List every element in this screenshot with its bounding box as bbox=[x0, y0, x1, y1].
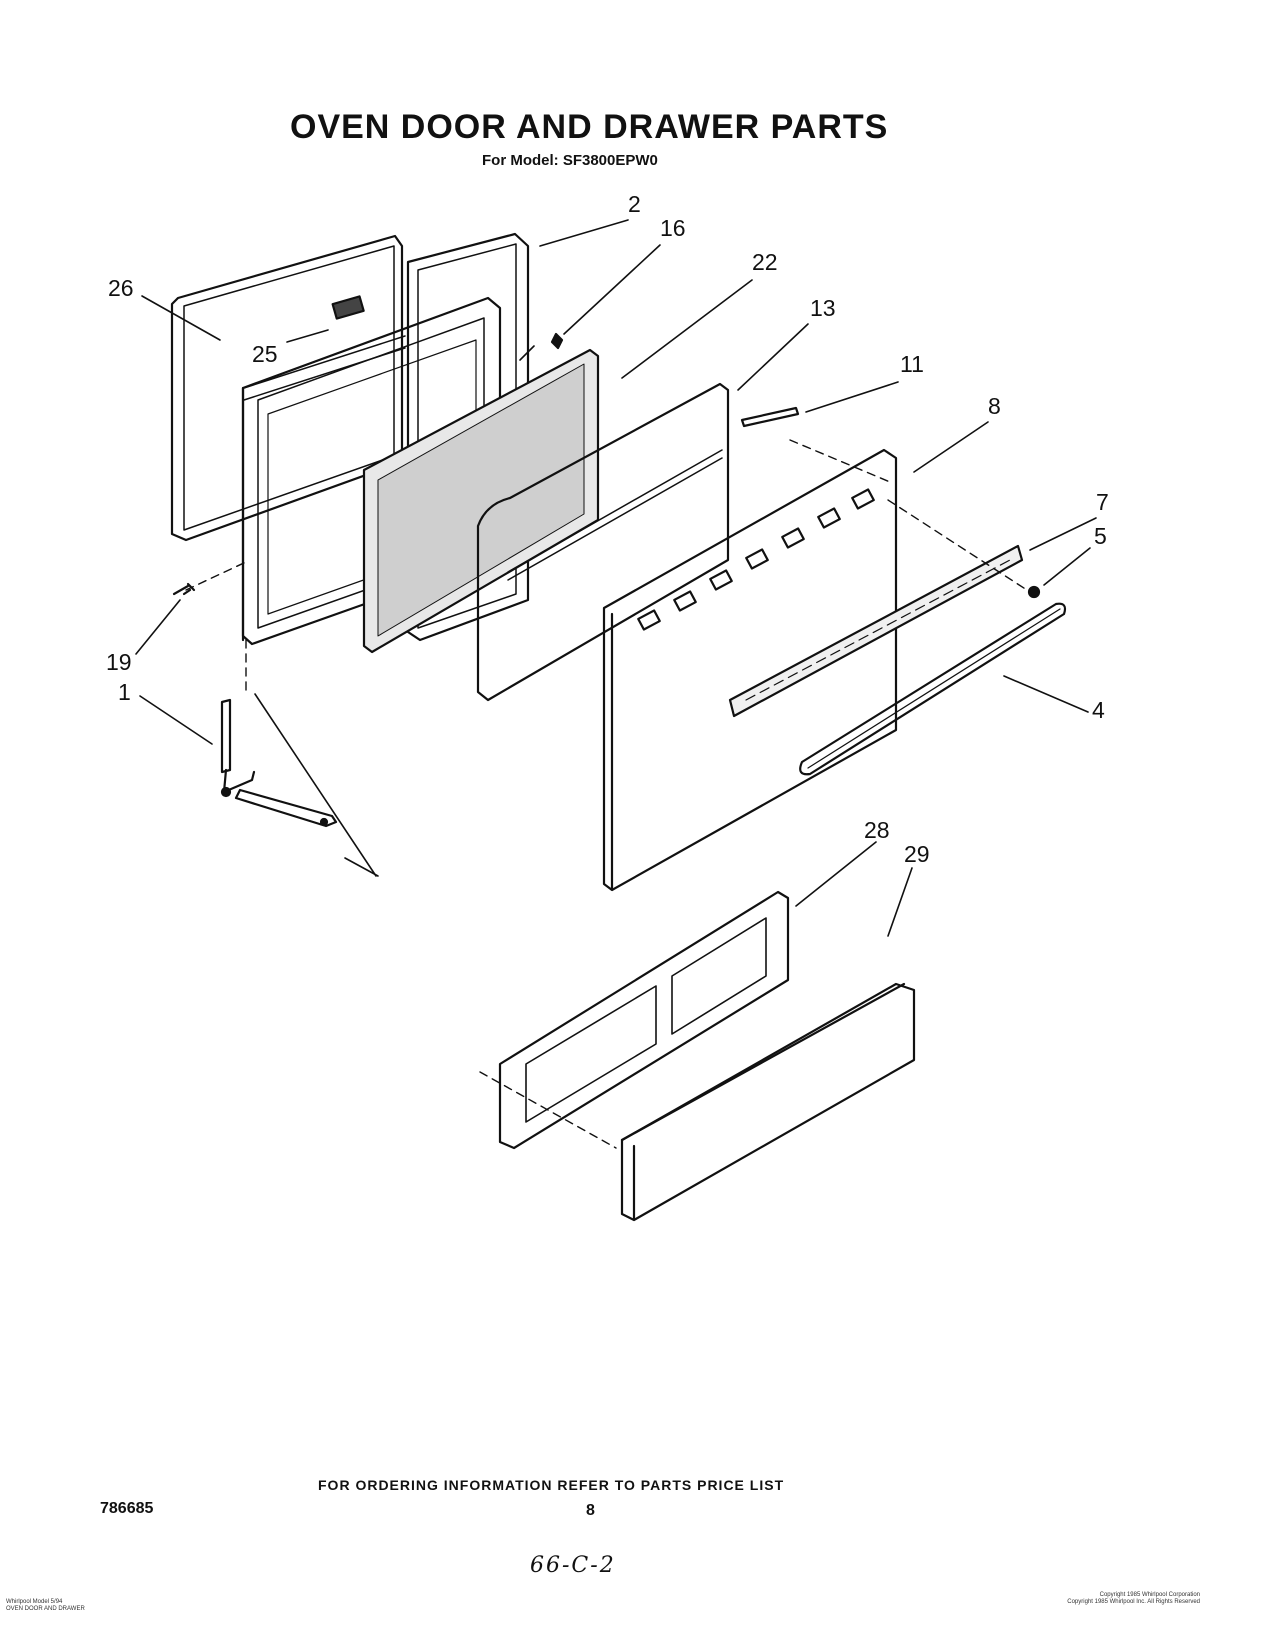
callout-1: 1 bbox=[118, 679, 131, 705]
part-1-hinge bbox=[220, 698, 338, 828]
document-number: 786685 bbox=[100, 1500, 154, 1517]
callout-2: 2 bbox=[628, 191, 641, 217]
callout-arrows bbox=[135, 219, 1097, 937]
callout-8: 8 bbox=[988, 393, 1001, 419]
callout-19: 19 bbox=[106, 649, 132, 675]
callout-22: 22 bbox=[752, 249, 778, 275]
callout-13: 13 bbox=[810, 295, 836, 321]
callout-4: 4 bbox=[1092, 697, 1105, 723]
part-13-inner-panel bbox=[476, 382, 730, 702]
callout-29: 29 bbox=[904, 841, 930, 867]
fine-print-left: Whirlpool Model 5/94 OVEN DOOR AND DRAWE… bbox=[6, 1599, 85, 1613]
model-subtitle: For Model: SF3800EPW0 bbox=[482, 152, 658, 169]
ordering-note: FOR ORDERING INFORMATION REFER TO PARTS … bbox=[318, 1477, 785, 1493]
callout-16: 16 bbox=[660, 215, 686, 241]
page-title: OVEN DOOR AND DRAWER PARTS bbox=[290, 108, 889, 146]
copyright-line-1: Copyright 1985 Whirlpool Corporation bbox=[1099, 1592, 1200, 1598]
part-16-clip bbox=[550, 332, 564, 350]
part-25-bracket bbox=[331, 295, 365, 320]
callout-26: 26 bbox=[108, 275, 134, 301]
fine-print-right: Copyright 1985 Whirlpool Corporation Cop… bbox=[1067, 1592, 1200, 1606]
callout-28: 28 bbox=[864, 817, 890, 843]
copyright-line-2: Copyright 1985 Whirlpool Inc. All Rights… bbox=[1067, 1599, 1200, 1605]
page-number: 8 bbox=[586, 1502, 595, 1519]
part-7-vent-strip bbox=[728, 544, 1024, 718]
part-19-screw bbox=[172, 582, 196, 596]
part-28-drawer-frame bbox=[498, 890, 790, 1150]
part-4-handle bbox=[799, 602, 1067, 776]
callout-7: 7 bbox=[1096, 489, 1109, 515]
callout-11: 11 bbox=[900, 351, 924, 377]
leader-lines bbox=[254, 345, 535, 877]
callout-25: 25 bbox=[252, 341, 278, 367]
fine-print-left-line-1: Whirlpool Model 5/94 bbox=[6, 1599, 63, 1605]
handwritten-code: 66-C-2 bbox=[530, 1553, 616, 1578]
part-29-drawer-front bbox=[620, 982, 916, 1222]
callout-5: 5 bbox=[1094, 523, 1107, 549]
fine-print-left-line-2: OVEN DOOR AND DRAWER bbox=[6, 1606, 85, 1612]
part-11-strip bbox=[740, 406, 800, 428]
part-8-outer-panel bbox=[602, 448, 898, 892]
assembly-lines bbox=[185, 439, 1031, 1149]
